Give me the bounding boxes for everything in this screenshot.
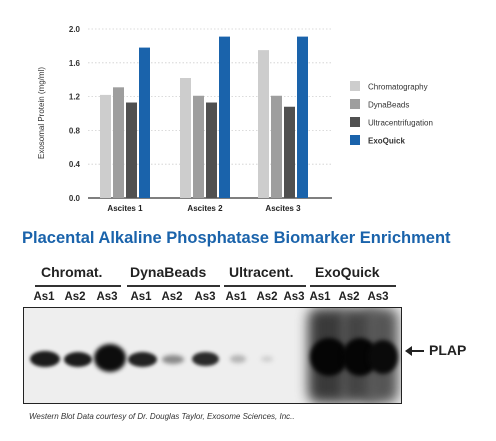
blot-band xyxy=(64,352,92,367)
y-tick-label: 1.6 xyxy=(69,59,81,68)
lane-label: As3 xyxy=(96,291,118,303)
plap-label: PLAP xyxy=(429,342,467,358)
blot-band xyxy=(30,351,60,367)
bar xyxy=(297,36,308,199)
y-tick-label: 0.0 xyxy=(69,194,81,203)
x-category-labels: Ascites 1 Ascites 2 Ascites 3 xyxy=(107,204,301,213)
bar xyxy=(258,50,269,198)
legend-swatch xyxy=(350,135,360,145)
lane-label: As1 xyxy=(225,291,247,303)
bar xyxy=(219,36,230,199)
x-tick-label: Ascites 1 xyxy=(107,204,143,213)
lane-label: As2 xyxy=(161,291,183,303)
y-tick-labels: 0.0 0.4 0.8 1.2 1.6 2.0 xyxy=(69,25,81,203)
blot-band xyxy=(310,338,348,376)
group-label-exoquick: ExoQuick xyxy=(315,264,380,280)
group-label-ultracent: Ultracent. xyxy=(229,264,294,280)
bar xyxy=(206,102,217,198)
blot-band xyxy=(261,356,273,362)
y-tick-label: 0.4 xyxy=(69,160,81,169)
blot-title: Placental Alkaline Phosphatase Biomarker… xyxy=(22,229,451,247)
group-underline xyxy=(127,285,220,287)
blot-band xyxy=(128,352,157,367)
bar xyxy=(126,102,137,198)
plap-marker: PLAP xyxy=(405,342,466,358)
lane-label: As3 xyxy=(367,291,389,303)
blot-band xyxy=(368,340,398,374)
lane-label: As1 xyxy=(309,291,331,303)
legend-label: Ultracentrifugation xyxy=(368,119,433,128)
legend-label: ExoQuick xyxy=(368,137,405,146)
bar xyxy=(193,95,204,198)
y-axis-label: Exosomal Protein (mg/ml) xyxy=(37,67,46,159)
blot-band xyxy=(192,352,219,366)
bar xyxy=(180,78,191,198)
bar xyxy=(284,106,295,198)
bar xyxy=(113,87,124,198)
lane-label: As2 xyxy=(338,291,360,303)
blot-band xyxy=(230,355,246,363)
blot-band xyxy=(94,344,126,372)
group-underline xyxy=(35,285,121,287)
blot-band xyxy=(162,355,184,364)
legend: ChromatographyDynaBeadsUltracentrifugati… xyxy=(350,81,433,146)
legend-swatch xyxy=(350,99,360,109)
arrow-left-icon xyxy=(405,346,424,357)
legend-swatch xyxy=(350,117,360,127)
bar xyxy=(139,47,150,199)
group-underline xyxy=(224,285,306,287)
x-tick-label: Ascites 3 xyxy=(265,204,301,213)
western-blot-image xyxy=(23,307,402,404)
legend-swatch xyxy=(350,81,360,91)
lane-label: As1 xyxy=(33,291,55,303)
blot-credit: Western Blot Data courtesy of Dr. Dougla… xyxy=(29,412,295,421)
lane-label: As3 xyxy=(283,291,305,303)
lane-label: As3 xyxy=(194,291,216,303)
legend-label: Chromatography xyxy=(368,83,428,92)
group-label-dynabeads: DynaBeads xyxy=(130,264,207,280)
group-underline xyxy=(310,285,396,287)
group-label-chromat: Chromat. xyxy=(41,264,103,280)
bar xyxy=(100,94,111,198)
lane-label: As2 xyxy=(256,291,278,303)
lane-label: As2 xyxy=(64,291,86,303)
x-tick-label: Ascites 2 xyxy=(187,204,223,213)
lane-label: As1 xyxy=(130,291,152,303)
y-tick-label: 2.0 xyxy=(69,25,81,34)
y-tick-label: 0.8 xyxy=(69,126,81,135)
y-tick-label: 1.2 xyxy=(69,93,81,102)
legend-label: DynaBeads xyxy=(368,101,409,110)
bars xyxy=(100,36,308,199)
bar xyxy=(271,95,282,198)
